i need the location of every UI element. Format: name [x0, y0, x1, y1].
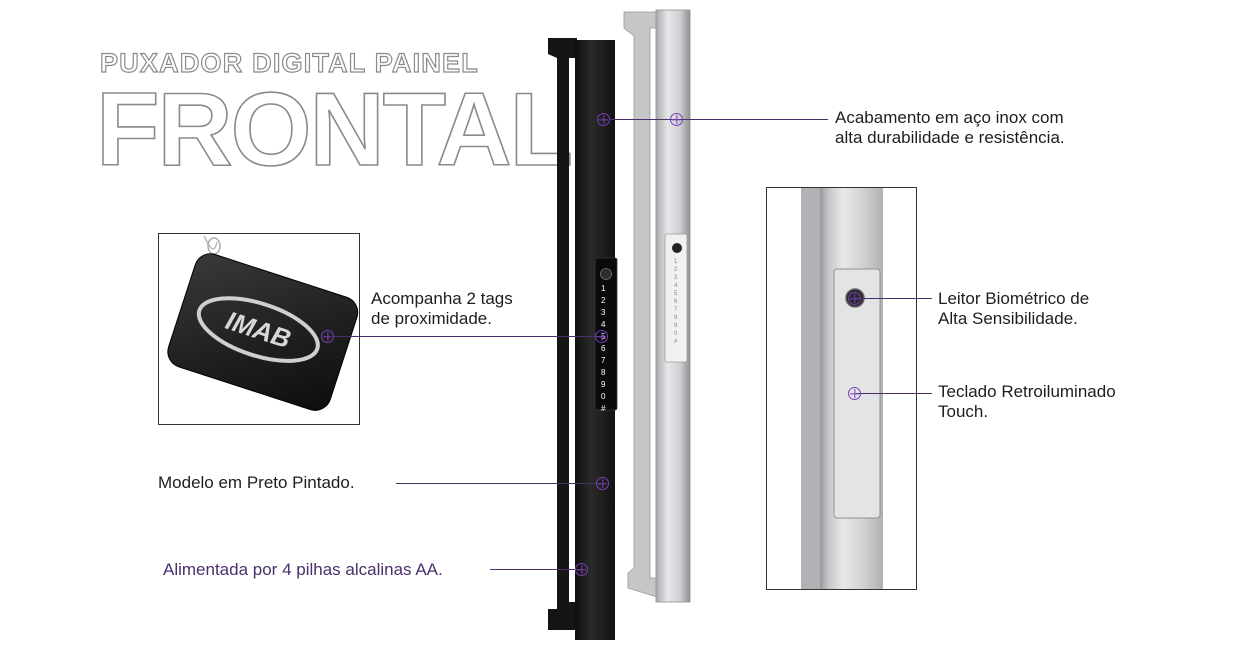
biometric-callout-line: [856, 298, 932, 299]
crosshair-circle-icon: [597, 113, 610, 126]
zoom-key: 8: [849, 436, 855, 446]
crosshair-circle-icon: [848, 387, 861, 400]
fingerprint-sensor-icon: [600, 268, 612, 280]
zoom-key: 7: [849, 420, 855, 430]
black-key: 4: [601, 320, 606, 329]
black-key: 0: [601, 392, 606, 401]
steel-key: #: [674, 339, 678, 345]
crosshair-circle-icon: [321, 330, 334, 343]
black-key: 2: [601, 296, 606, 305]
steel-key: 7: [674, 307, 678, 313]
steel-key: 4: [674, 283, 678, 289]
tags-callout: Acompanha 2 tags de proximidade.: [371, 289, 513, 329]
zoom-key: #: [849, 484, 855, 494]
title-line-1: PUXADOR DIGITAL PAINEL: [99, 47, 479, 78]
zoom-key: 0: [849, 468, 855, 478]
biometric-callout-line-2: Alta Sensibilidade.: [938, 309, 1078, 328]
zoom-key: 1: [849, 324, 855, 334]
black-key: 9: [601, 380, 606, 389]
zoom-key: 2: [849, 340, 855, 350]
title-line-2: FRONTAL: [95, 72, 574, 188]
steel-handle: [623, 9, 691, 603]
black-key: 3: [601, 308, 606, 317]
zoom-key: 4: [849, 372, 855, 382]
power-callout: Alimentada por 4 pilhas alcalinas AA.: [163, 560, 443, 579]
tags-callout-line: [334, 336, 602, 337]
steel-key: 5: [674, 291, 678, 297]
black-key: 6: [601, 344, 606, 353]
biometric-callout: Leitor Biométrico de Alta Sensibilidade.: [938, 289, 1089, 329]
tags-callout-line-2: de proximidade.: [371, 309, 492, 328]
steel-key: 8: [674, 315, 678, 321]
steel-key: 1: [674, 259, 678, 265]
steel-keypad-panel: [664, 233, 688, 363]
steel-key: 3: [674, 275, 678, 281]
finish-callout-line-2: alta durabilidade e resistência.: [835, 128, 1065, 147]
proximity-tag: IMAB: [167, 235, 359, 411]
model-callout: Modelo em Preto Pintado.: [158, 473, 355, 492]
zoom-key: 6: [849, 404, 855, 414]
black-key: 1: [601, 284, 606, 293]
fingerprint-sensor-icon: [672, 243, 682, 253]
finish-callout: Acabamento em aço inox com alta durabili…: [835, 108, 1065, 148]
power-callout-line: [490, 569, 582, 570]
black-key: 7: [601, 356, 606, 365]
finish-callout-line: [610, 119, 828, 120]
keypad-callout: Teclado Retroiluminado Touch.: [938, 382, 1116, 422]
tag-image-box: IMAB: [158, 233, 360, 425]
tags-callout-line-1: Acompanha 2 tags: [371, 289, 513, 308]
keypad-callout-line-2: Touch.: [938, 402, 989, 421]
biometric-callout-line-1: Leitor Biométrico de: [938, 289, 1090, 308]
keypad-zoom-box: [766, 187, 917, 590]
crosshair-circle-icon: [670, 113, 683, 126]
finish-callout-line-1: Acabamento em aço inox com: [835, 108, 1064, 127]
steel-key: 6: [674, 299, 678, 305]
crosshair-circle-icon: [596, 477, 609, 490]
steel-key: 0: [674, 331, 678, 337]
crosshair-circle-icon: [575, 563, 588, 576]
zoom-key: 3: [849, 356, 855, 366]
steel-key: 2: [674, 267, 678, 273]
black-key: #: [601, 404, 606, 413]
model-callout-line: [396, 483, 602, 484]
zoom-key: 9: [849, 452, 855, 462]
keypad-callout-line: [856, 393, 932, 394]
black-handle: [548, 38, 618, 640]
black-key: 8: [601, 368, 606, 377]
keypad-callout-line-1: Teclado Retroiluminado: [938, 382, 1116, 401]
crosshair-circle-icon: [848, 292, 861, 305]
steel-key: 9: [674, 323, 678, 329]
keypad-zoom-image: [801, 188, 883, 589]
crosshair-circle-icon: [595, 330, 608, 343]
